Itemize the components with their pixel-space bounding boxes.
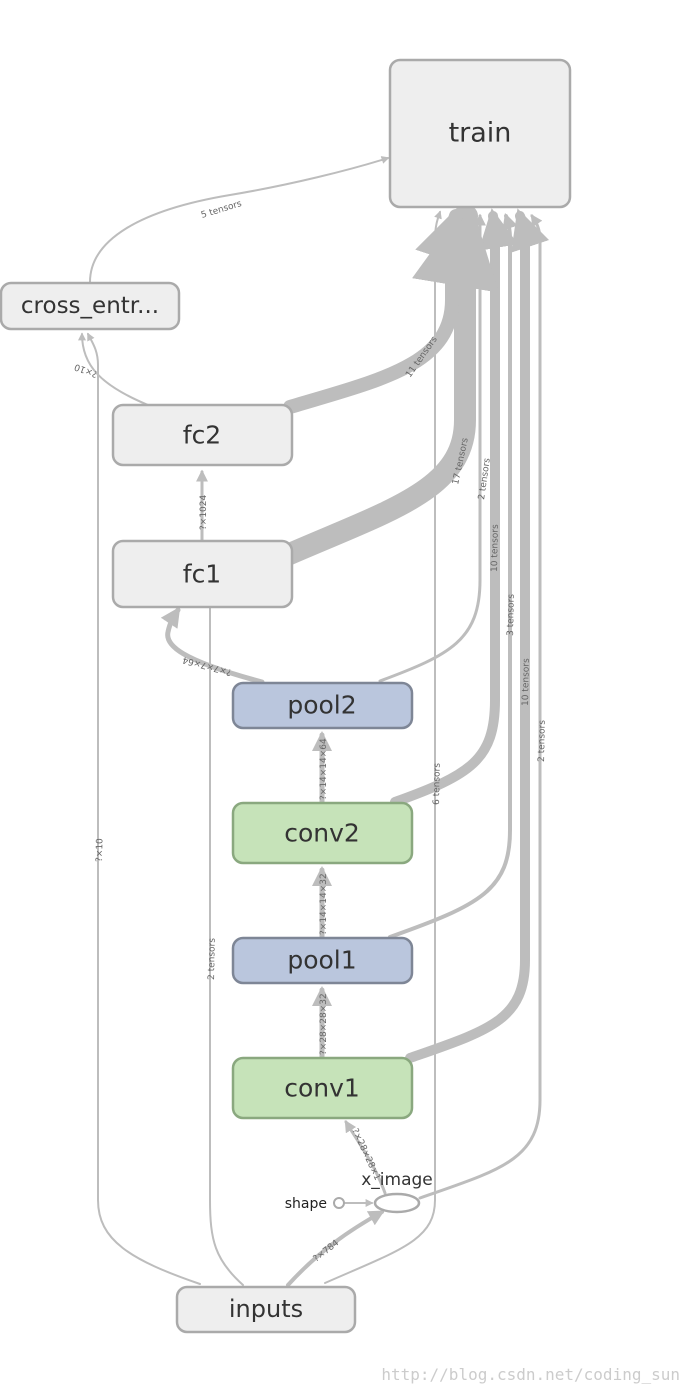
node-label-pool2: pool2 [287, 691, 356, 720]
edge-label-pool1-train: 3 tensors [506, 594, 517, 636]
node-label-x-image: x_image [361, 1170, 433, 1190]
node-label-conv2: conv2 [284, 819, 360, 848]
edge-ximage-conv1 [344, 1119, 387, 1195]
node-shape[interactable]: shape [285, 1196, 345, 1212]
node-train[interactable]: train [388, 58, 572, 209]
edge-cross-train [89, 156, 390, 283]
node-label-pool1: pool1 [287, 946, 356, 975]
edge-inputs-cross [87, 332, 201, 1285]
node-label-inputs: inputs [229, 1295, 303, 1323]
edge-label-pool1-conv2: ?×14×14×32 [319, 873, 329, 935]
node-x-image[interactable]: x_image [361, 1170, 433, 1214]
node-fc2[interactable]: fc2 [111, 403, 294, 467]
edge-label-pool2-fc1: ?×7×7×64 [181, 654, 232, 677]
node-cross-entropy[interactable]: cross_entr... [0, 281, 181, 331]
edge-label-inputs-cross: ?×10 [95, 838, 105, 862]
edge-label-conv1-train: 10 tensors [521, 658, 532, 706]
node-label-fc2: fc2 [183, 421, 221, 450]
edge-label-inputs-ximage: ?×784 [312, 1238, 342, 1264]
node-inputs[interactable]: inputs [175, 1285, 357, 1334]
node-conv1[interactable]: conv1 [231, 1056, 414, 1120]
edge-conv1-train [405, 208, 550, 1063]
edge-label-inputs-fc1: 2 tensors [207, 938, 218, 980]
node-label-fc1: fc1 [183, 560, 221, 589]
node-pool1[interactable]: pool1 [231, 936, 414, 985]
edges [78, 156, 550, 1287]
edge-inputs-fc1 [206, 598, 244, 1286]
node-conv2[interactable]: conv2 [231, 801, 414, 865]
edge-inputs-ximage [286, 1210, 385, 1287]
edge-fc2-cross [78, 332, 149, 406]
node-pool2[interactable]: pool2 [231, 681, 414, 730]
edge-label-conv2-train: 10 tensors [490, 524, 501, 572]
node-fc1[interactable]: fc1 [111, 539, 294, 609]
edge-label-conv1-pool1: ?×28×28×32 [319, 993, 329, 1055]
edge-label-conv2-pool2: ?×14×14×64 [319, 738, 329, 800]
edge-fc2-train [283, 205, 469, 414]
edge-pool2-fc1 [160, 606, 265, 685]
edge-label-inputs-train: 6 tensors [432, 763, 443, 805]
edge-label-fc1-fc2: ?×1024 [199, 495, 209, 530]
edge-label-cross-train: 5 tensors [200, 199, 243, 221]
node-label-conv1: conv1 [284, 1074, 360, 1103]
watermark-text: http://blog.csdn.net/coding_sun [381, 1365, 680, 1384]
node-label-shape: shape [285, 1196, 327, 1212]
edge-label-ximage-train: 2 tensors [537, 720, 548, 762]
node-label-train: train [449, 118, 512, 149]
node-label-cross-entropy: cross_entr... [21, 293, 159, 319]
edge-label-fc2-cross: ?×10 [73, 361, 99, 379]
